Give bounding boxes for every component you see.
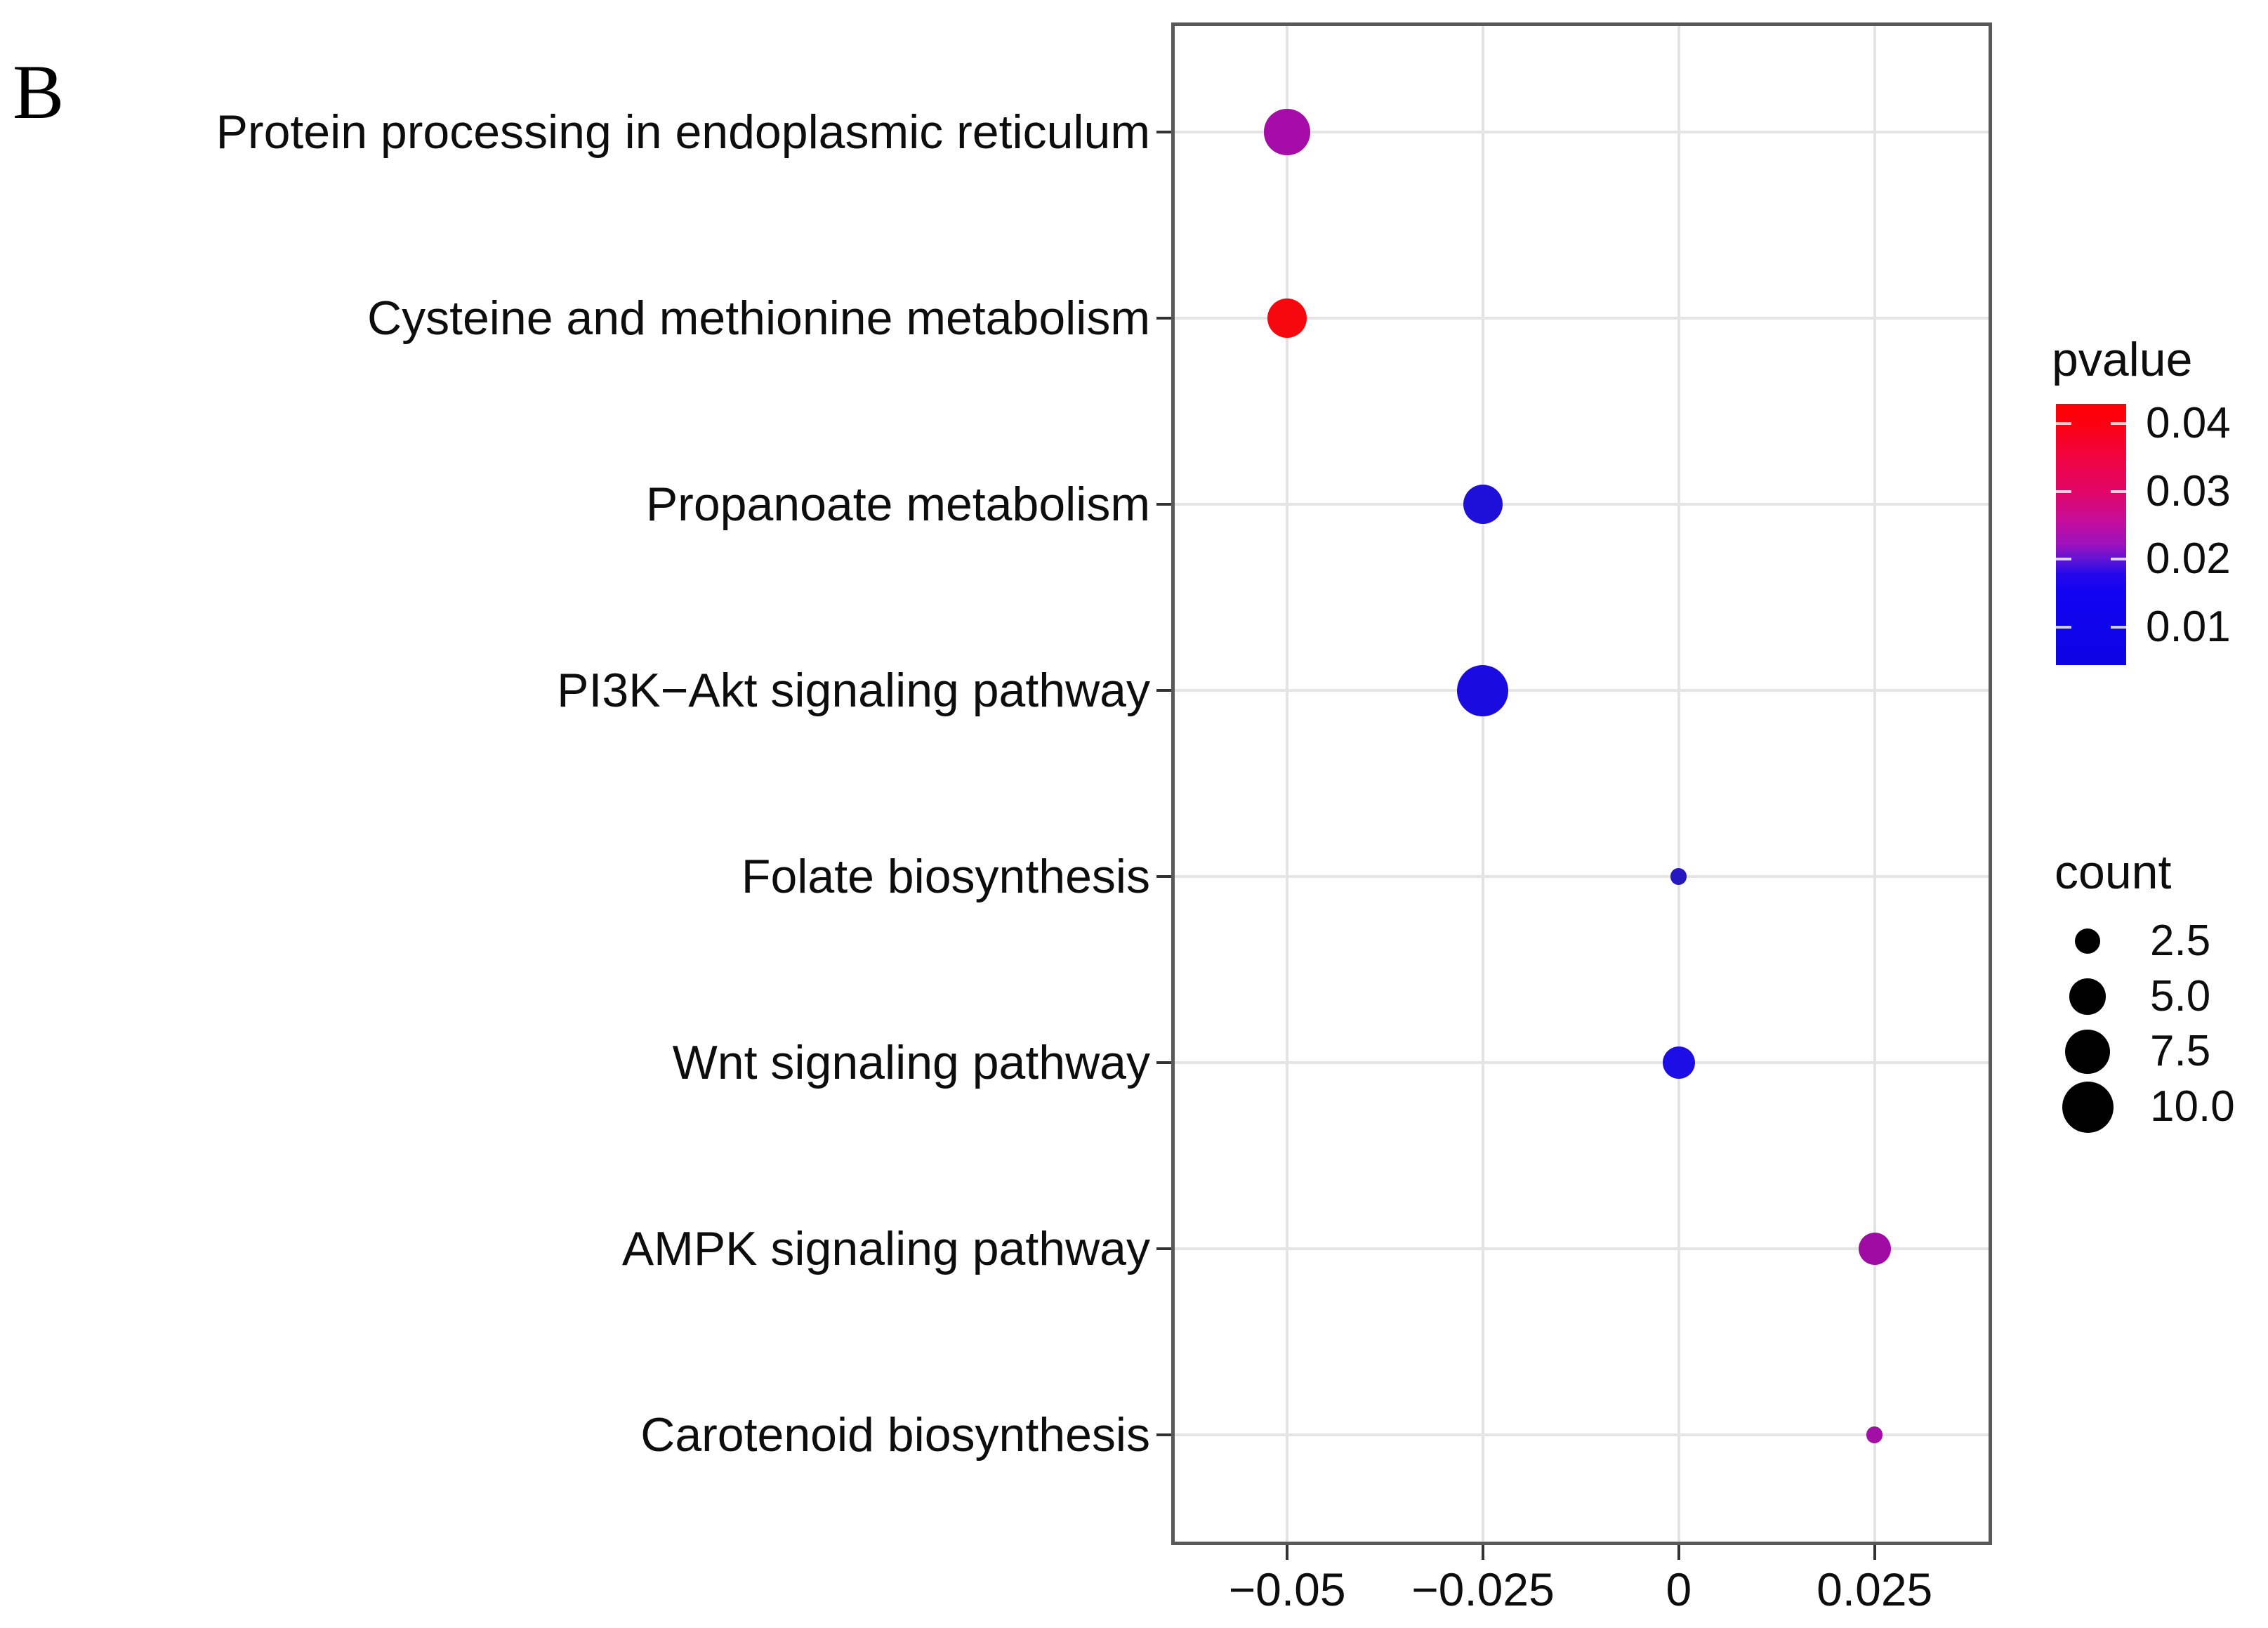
x-axis-tick-label: −0.025 xyxy=(1411,1563,1555,1615)
count-legend-label: 2.5 xyxy=(2150,917,2211,965)
x-gridline xyxy=(1481,26,1484,1542)
y-axis-label: Wnt signaling pathway xyxy=(672,1036,1150,1089)
panel-label: B xyxy=(13,49,65,135)
y-axis-label: Protein processing in endoplasmic reticu… xyxy=(216,105,1150,159)
data-point xyxy=(1463,484,1503,525)
pvalue-colorbar xyxy=(2056,404,2126,665)
colorbar-tick-mark xyxy=(2056,558,2071,561)
plot-panel xyxy=(1171,22,1992,1545)
x-axis-tick xyxy=(1481,1545,1484,1560)
count-legend-label: 5.0 xyxy=(2150,971,2211,1020)
y-axis-tick xyxy=(1156,503,1171,506)
colorbar-tick-mark xyxy=(2111,626,2126,629)
y-gridline xyxy=(1175,1433,1989,1436)
y-axis-tick xyxy=(1156,131,1171,133)
x-axis-tick xyxy=(1873,1545,1876,1560)
y-axis-tick xyxy=(1156,689,1171,692)
y-axis-label: Carotenoid biosynthesis xyxy=(640,1408,1150,1462)
colorbar-tick-mark xyxy=(2056,490,2071,493)
x-axis-tick-label: −0.05 xyxy=(1228,1563,1346,1615)
y-gridline xyxy=(1175,131,1989,133)
count-legend-label: 10.0 xyxy=(2150,1082,2235,1131)
y-gridline xyxy=(1175,689,1989,692)
count-legend-label: 7.5 xyxy=(2150,1027,2211,1076)
colorbar-tick-mark xyxy=(2111,558,2126,561)
y-axis-label: Folate biosynthesis xyxy=(741,850,1150,903)
y-gridline xyxy=(1175,503,1989,506)
x-axis-tick xyxy=(1677,1545,1680,1560)
y-axis-tick xyxy=(1156,317,1171,320)
data-point xyxy=(1264,109,1310,155)
x-axis-tick-label: 0 xyxy=(1666,1563,1692,1615)
colorbar-tick-mark xyxy=(2111,490,2126,493)
y-axis-tick xyxy=(1156,1433,1171,1436)
data-point xyxy=(1662,1046,1695,1079)
count-legend-dot xyxy=(2069,978,2106,1015)
y-gridline xyxy=(1175,875,1989,878)
y-axis-label: Propanoate metabolism xyxy=(645,478,1150,531)
count-legend-dot xyxy=(2065,1029,2110,1074)
y-axis-label: Cysteine and methionine metabolism xyxy=(367,291,1150,345)
pvalue-tick-label: 0.04 xyxy=(2146,399,2231,447)
y-axis-label: PI3K−Akt signaling pathway xyxy=(557,664,1150,717)
x-axis-tick-label: 0.025 xyxy=(1817,1563,1933,1615)
y-axis-tick xyxy=(1156,1061,1171,1064)
y-axis-label: AMPK signaling pathway xyxy=(621,1222,1150,1275)
x-gridline xyxy=(1286,26,1289,1542)
count-legend-dot xyxy=(2074,928,2101,954)
data-point xyxy=(1670,868,1687,885)
x-gridline xyxy=(1873,26,1876,1542)
data-point xyxy=(1866,1426,1883,1443)
y-gridline xyxy=(1175,1061,1989,1064)
y-axis-tick xyxy=(1156,875,1171,878)
colorbar-tick-mark xyxy=(2056,422,2071,425)
x-axis-tick xyxy=(1286,1545,1289,1560)
colorbar-tick-mark xyxy=(2056,626,2071,629)
y-gridline xyxy=(1175,317,1989,320)
pvalue-tick-label: 0.01 xyxy=(2146,603,2231,652)
data-point xyxy=(1267,298,1307,339)
data-point xyxy=(1858,1232,1891,1266)
pvalue-tick-label: 0.02 xyxy=(2146,534,2231,584)
colorbar-tick-mark xyxy=(2111,422,2126,425)
x-gridline xyxy=(1677,26,1680,1542)
y-gridline xyxy=(1175,1247,1989,1250)
pvalue-legend-title: pvalue xyxy=(2052,333,2193,386)
pvalue-tick-label: 0.03 xyxy=(2146,466,2231,516)
data-point xyxy=(1457,664,1509,716)
count-legend-title: count xyxy=(2055,846,2172,899)
y-axis-tick xyxy=(1156,1247,1171,1250)
count-legend-dot xyxy=(2062,1081,2114,1133)
